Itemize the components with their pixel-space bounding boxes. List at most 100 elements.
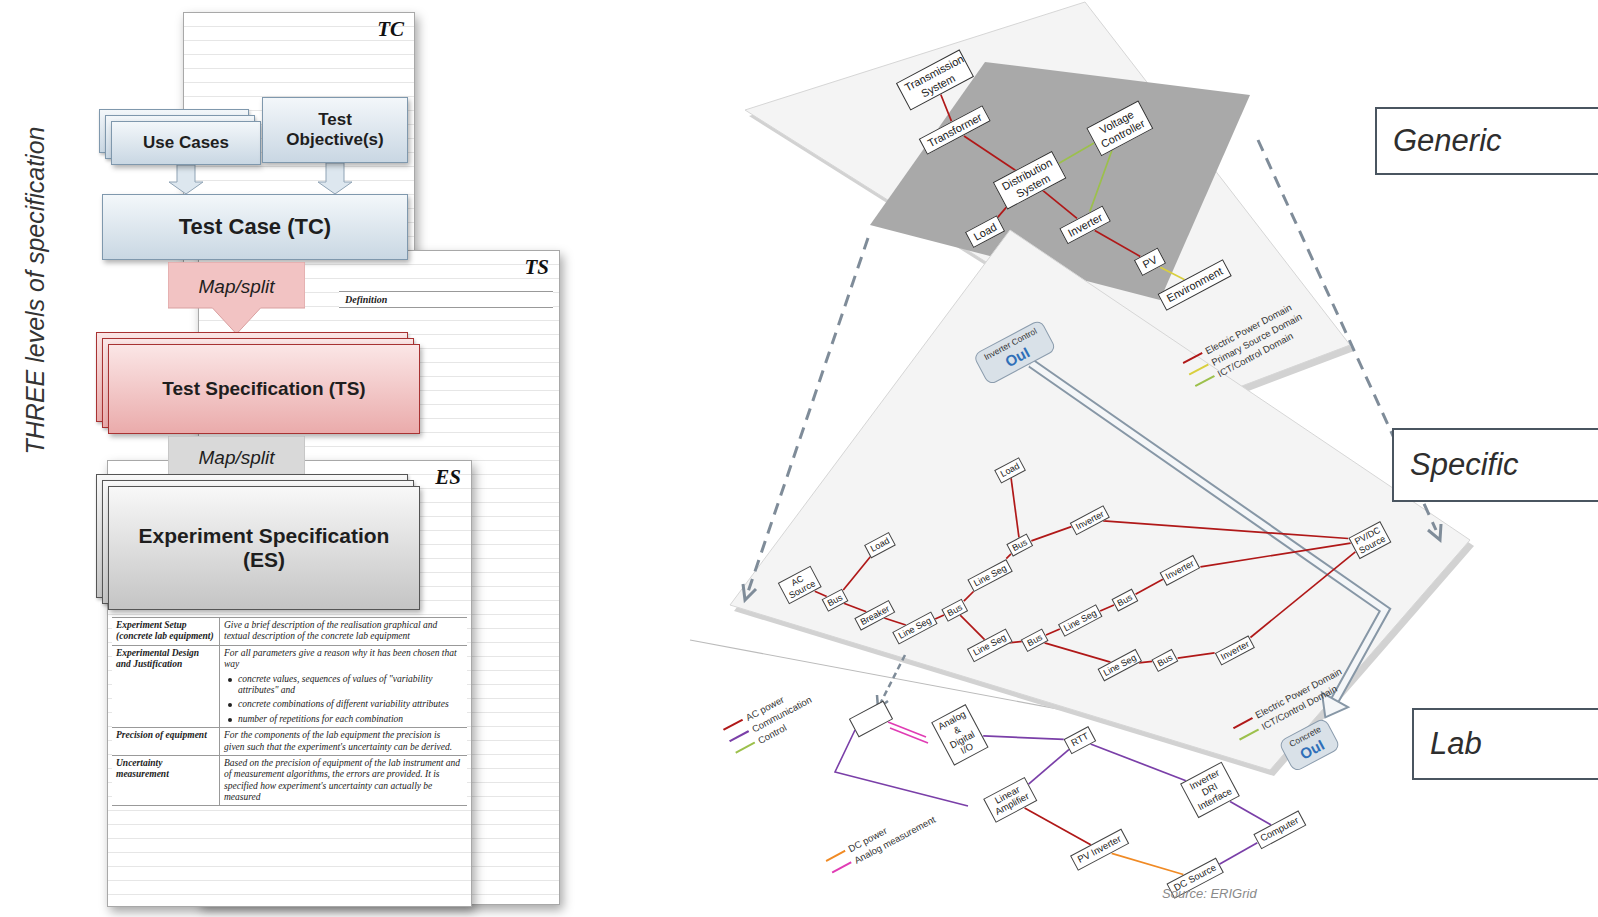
oui-mapping-arrow (1031, 271, 1412, 753)
cell-text: Experimental Design and Justification (116, 648, 215, 671)
map-split-arrow: Map/split (168, 262, 305, 334)
source-note: Source: ERIGrid (1162, 886, 1257, 901)
table-cell: Uncertainty measurement (112, 756, 220, 807)
component-label: Linear Amplifier (988, 782, 1031, 819)
level-box: Generic (1375, 107, 1598, 175)
component-box: Inverter DRI Interface (1180, 762, 1240, 818)
component-label: Computer (1259, 815, 1301, 844)
spec-box: Test Case (TC) (102, 194, 408, 260)
legend-item: Analog measurement (829, 813, 938, 879)
dashed-zoom-arrow (881, 655, 905, 702)
box-label: Map/split (198, 276, 274, 298)
component-label: PV (1140, 253, 1159, 271)
table-cell: Give a brief description of the realisat… (220, 618, 467, 646)
connector-line (835, 557, 878, 590)
connector-line (1200, 499, 1350, 610)
bullet-dot (228, 678, 232, 682)
legend-line-sample (723, 720, 742, 730)
box-label: Experiment Specification (ES) (117, 524, 411, 572)
connector-line (960, 610, 985, 644)
cell-text: concrete combinations of different varia… (224, 699, 463, 710)
box-label: Use Cases (143, 133, 229, 153)
oui-mapping-arrow-inner (1031, 271, 1412, 753)
table-cell: For all parameters give a reason why it … (220, 646, 467, 728)
legend-line-sample (1189, 364, 1208, 374)
component-box: Computer (1253, 810, 1307, 849)
connector-line (962, 591, 976, 601)
document-code: TS (524, 255, 549, 280)
analog-wire (890, 728, 928, 743)
spec-box: Use Cases (111, 121, 261, 165)
document-code: ES (435, 465, 461, 490)
arrow-outline (168, 262, 305, 334)
legend: AC powerCommunicationControl (720, 681, 820, 759)
connector-line (1238, 552, 1368, 638)
connector-line (1219, 843, 1258, 864)
connector-line (1100, 604, 1114, 612)
legend-line-sample (1195, 376, 1214, 386)
level-box: Specific (1392, 428, 1598, 502)
legend-line-sample (729, 731, 748, 741)
bullet-dot (228, 718, 232, 722)
legend-line-sample (736, 743, 755, 753)
legend-swatch (728, 728, 751, 745)
component-label: Inverter DRI Interface (1186, 767, 1234, 813)
legend-swatch (830, 859, 853, 876)
legend-line-sample (832, 863, 851, 873)
cell-text: Uncertainty measurement (116, 758, 215, 781)
legend-swatch (721, 716, 744, 733)
spec-box: Experiment Specification (ES) (108, 486, 420, 610)
arrow-head (1428, 524, 1441, 540)
component-label: Analog & Digital I/O (936, 709, 983, 761)
connector-line (1135, 579, 1163, 594)
cell-text: number of repetitions for each combinati… (224, 714, 463, 725)
connector-line (983, 703, 1064, 772)
legend-line-sample (826, 851, 845, 861)
legend: DC powerAnalog measurement (823, 801, 938, 879)
legend-line-sample (1233, 718, 1252, 728)
table-header-text: Definition (345, 294, 547, 305)
connector-line (1103, 423, 1348, 636)
cell-text: Precision of equipment (116, 730, 215, 741)
rotated-layer: Transmission SystemTransformerDistributi… (0, 0, 1, 1)
box-label: Test Case (TC) (179, 214, 331, 239)
connector-line (1031, 521, 1071, 546)
generic-plane (745, 2, 1350, 400)
connector-line (935, 614, 944, 619)
bullet-dot (228, 703, 232, 707)
lab-device-box (850, 701, 893, 736)
block-arrow (318, 163, 352, 194)
connector-layer (0, 0, 14, 9)
cell-text: Based on the precision of equipment of t… (224, 758, 463, 804)
connector-line (1023, 749, 1075, 784)
component-box: Analog & Digital I/O (931, 704, 989, 766)
component-label: RTT (1069, 731, 1090, 749)
spec-box: Test Objective(s) (262, 97, 408, 163)
spec-table: Experiment Setup (concrete lab equipment… (112, 617, 467, 806)
connector-line (1091, 713, 1186, 813)
block-arrow (169, 165, 203, 194)
level-box: Lab (1412, 708, 1598, 780)
level-label: Lab (1430, 726, 1482, 762)
connector-line (1058, 143, 1094, 163)
cell-text: Give a brief description of the realisat… (224, 620, 463, 643)
table-cell: For the components of the lab equipment … (220, 728, 467, 756)
legend-swatch (824, 848, 847, 865)
table-cell: Experiment Setup (concrete lab equipment… (112, 618, 220, 646)
box-label: Test Objective(s) (271, 110, 399, 149)
legend-line-sample (1183, 353, 1202, 363)
level-label: Specific (1410, 447, 1519, 483)
legend-swatch (734, 739, 757, 756)
box-label: Map/split (198, 447, 274, 469)
table-cell: Experimental Design and Justification (112, 646, 220, 728)
side-title: THREE levels of specification (21, 126, 50, 454)
table-header: Definition (339, 291, 553, 308)
cell-text: For the components of the lab equipment … (224, 730, 463, 753)
legend-swatch (1187, 361, 1210, 378)
connector-line (1069, 150, 1133, 212)
cell-text: Experiment Setup (concrete lab equipment… (116, 620, 215, 643)
cell-text: For all parameters give a reason why it … (224, 648, 463, 671)
connector-line (992, 477, 1037, 537)
connector-line (938, 94, 954, 121)
